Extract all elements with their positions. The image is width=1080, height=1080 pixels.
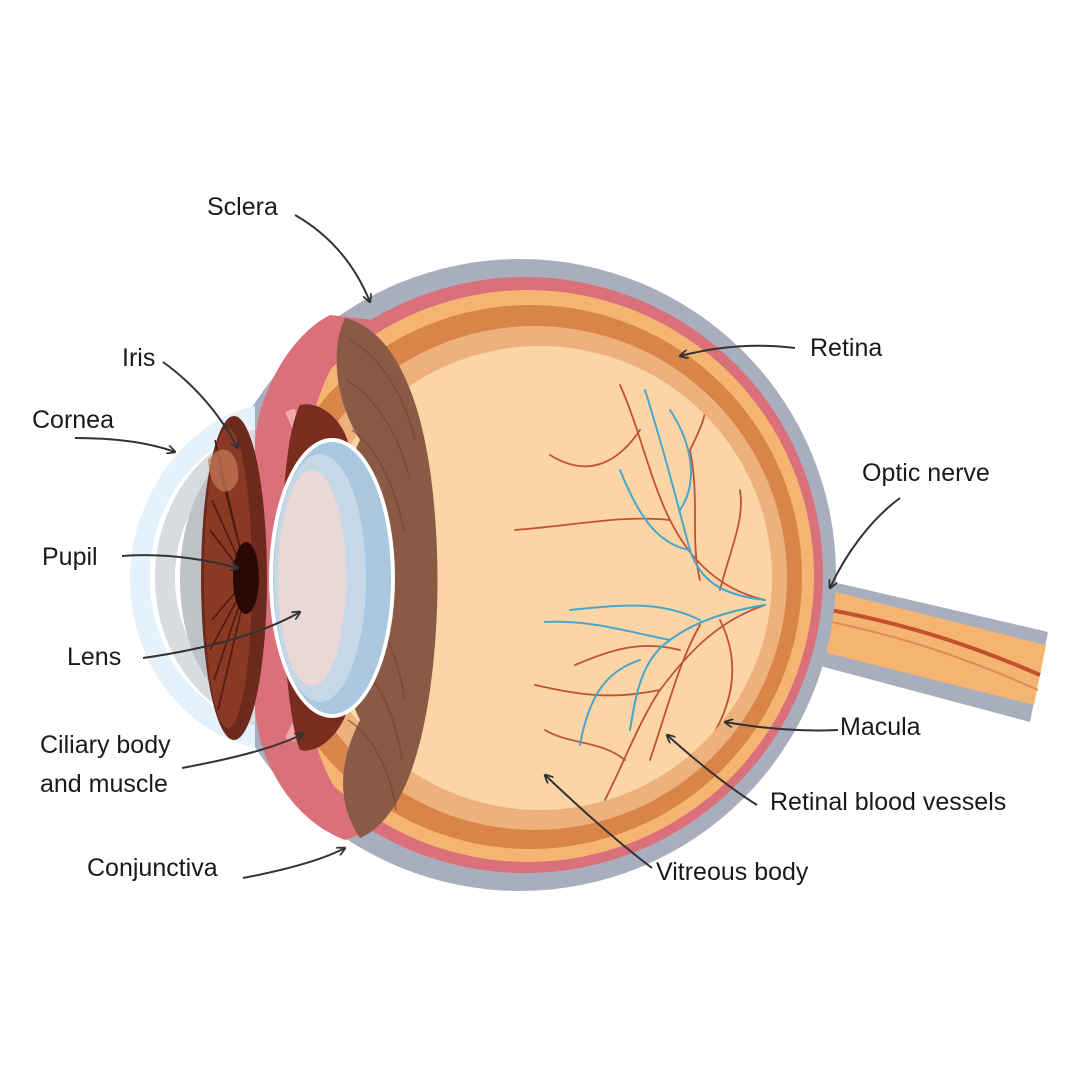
ciliary-tissue <box>249 315 372 840</box>
lens-label: Lens <box>67 643 122 671</box>
macula-leader <box>725 722 839 732</box>
leader-lines <box>74 214 901 879</box>
iris-leader <box>162 361 238 448</box>
iris-shape <box>201 416 267 740</box>
conjunctiva-leader <box>242 848 345 879</box>
vitreous-body-label: Vitreous body <box>656 858 809 886</box>
retinal-blood-vessels-label: Retinal blood vessels <box>770 788 1007 816</box>
optic-nerve-leader <box>830 497 901 588</box>
vitreous-body-leader <box>545 775 653 869</box>
sclera-label: Sclera <box>207 193 278 221</box>
pupil-label: Pupil <box>42 543 98 571</box>
retinal-blood-vessels-leader <box>667 735 758 806</box>
ciliary-body-label-line2: and muscle <box>40 770 168 798</box>
optic-nerve-label: Optic nerve <box>862 459 990 487</box>
ciliary-leader <box>181 734 303 769</box>
lens-leader <box>142 612 300 659</box>
cornea-leader <box>74 437 175 452</box>
lens-shape <box>269 438 395 718</box>
cornea-label: Cornea <box>32 406 114 434</box>
iris-label: Iris <box>122 344 156 372</box>
eyeball <box>204 259 836 891</box>
retinal-blood-vessels <box>514 384 766 801</box>
pupil-shape <box>233 542 259 614</box>
sclera-leader <box>294 214 370 302</box>
retina-leader <box>680 344 796 356</box>
macula-label: Macula <box>840 713 921 741</box>
pupil-leader <box>121 554 238 568</box>
retina-label: Retina <box>810 334 883 362</box>
ciliary-body-label-line1: Ciliary body <box>40 731 171 759</box>
conjunctiva-label: Conjunctiva <box>87 854 218 882</box>
